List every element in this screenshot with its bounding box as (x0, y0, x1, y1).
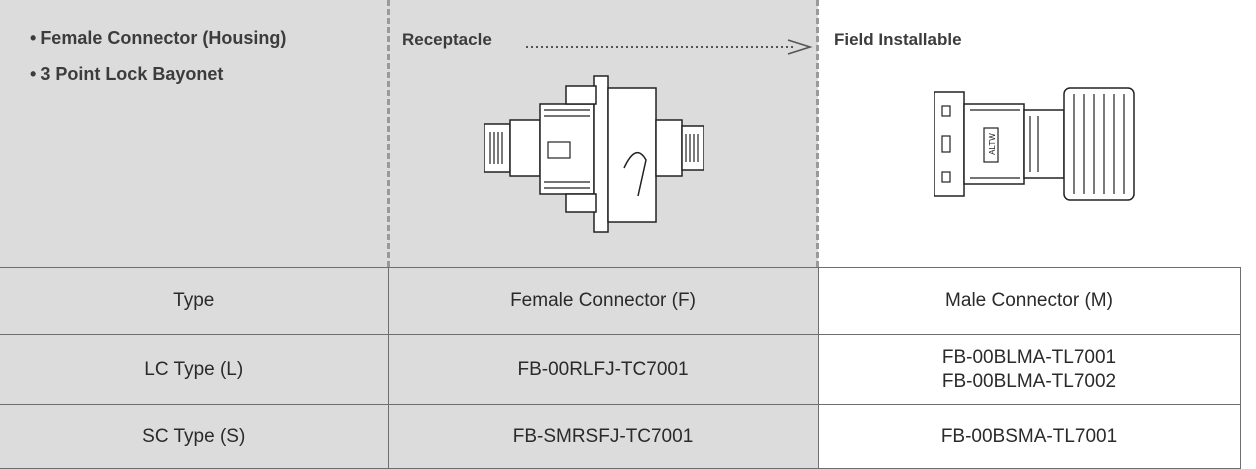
field-installable-panel: Field Installable ALTW (818, 0, 1240, 267)
column-divider (387, 0, 390, 267)
field-installable-connector-image: ALTW (934, 87, 1135, 201)
receptacle-connector-image (484, 75, 704, 233)
table-row: SC Type (S) FB-SMRSFJ-TC7001 FB-00BSMA-T… (0, 404, 1241, 469)
part-number: FB-00BLMA-TL7001 (941, 346, 1117, 368)
table-cell: FB-00RLFJ-TC7001 (387, 334, 819, 405)
brand-logo: ALTW (988, 133, 997, 155)
table-cell: SC Type (S) (0, 404, 389, 469)
table-cell: FB-SMRSFJ-TC7001 (387, 404, 819, 469)
table-cell: Type (0, 267, 389, 335)
table-row: LC Type (L) FB-00RLFJ-TC7001 FB-00BLMA-T… (0, 334, 1241, 405)
feature-item: Female Connector (Housing) (30, 28, 286, 48)
receptacle-panel: Receptacle (388, 0, 818, 267)
part-number: FB-00BLMA-TL7002 (941, 370, 1117, 392)
column-divider (816, 0, 819, 267)
feature-list: Female Connector (Housing) 3 Point Lock … (30, 28, 286, 100)
features-panel: Female Connector (Housing) 3 Point Lock … (0, 0, 388, 267)
receptacle-label: Receptacle (402, 30, 492, 49)
table-row: Type Female Connector (F) Male Connector… (0, 267, 1241, 335)
connector-spec-table: Type Female Connector (F) Male Connector… (0, 267, 1241, 469)
table-cell: FB-00BSMA-TL7001 (817, 404, 1241, 469)
feature-item: 3 Point Lock Bayonet (30, 64, 286, 84)
table-cell: LC Type (L) (0, 334, 389, 405)
field-installable-label: Field Installable (834, 30, 962, 49)
dotted-arrow-icon (526, 39, 813, 55)
table-cell: Female Connector (F) (387, 267, 819, 335)
table-cell: Male Connector (M) (817, 267, 1241, 335)
table-cell: FB-00BLMA-TL7001 FB-00BLMA-TL7002 (817, 334, 1241, 405)
